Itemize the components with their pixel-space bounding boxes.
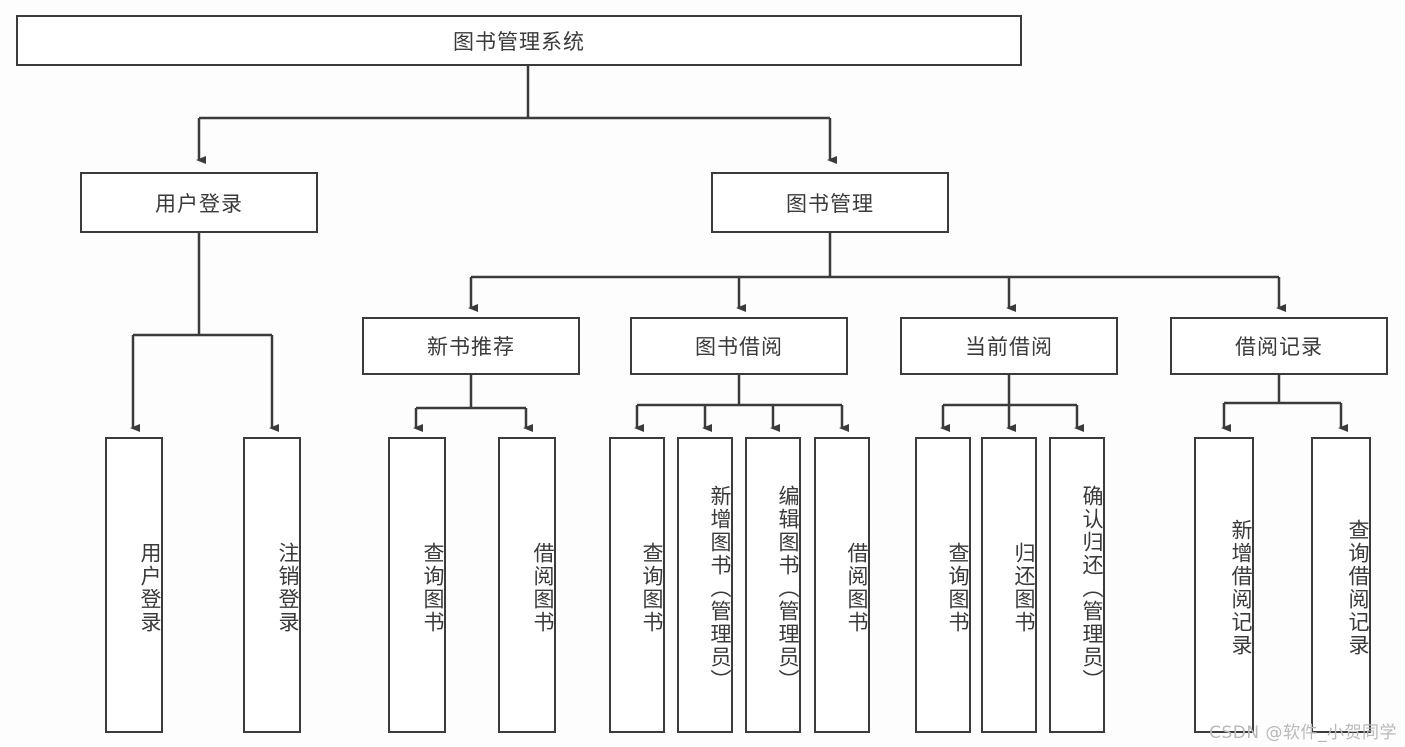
- leaf-label: 查询借阅记录: [1346, 519, 1370, 657]
- node-book-borrow[interactable]: 图书借阅: [630, 317, 848, 375]
- leaf-label: 归还图书: [1012, 542, 1036, 634]
- leaf-borrow-record-query[interactable]: 查询借阅记录: [1311, 437, 1371, 733]
- leaf-new-book-query[interactable]: 查询图书: [388, 437, 446, 733]
- leaf-borrow-record-add[interactable]: 新增借阅记录: [1194, 437, 1254, 733]
- leaf-book-borrow-edit[interactable]: 编辑图书（管理员）: [745, 437, 801, 733]
- leaf-label: 查询图书: [640, 542, 664, 634]
- leaf-label: 新增图书（管理员）: [708, 484, 732, 692]
- leaf-label: 查询图书: [946, 542, 970, 634]
- leaf-book-borrow-query[interactable]: 查询图书: [609, 437, 665, 733]
- node-book-management[interactable]: 图书管理: [711, 172, 949, 233]
- leaf-label: 新增借阅记录: [1229, 519, 1253, 657]
- leaf-label: 用户登录: [138, 542, 162, 634]
- leaf-book-borrow-borrow[interactable]: 借阅图书: [814, 437, 870, 733]
- node-new-book-recommend[interactable]: 新书推荐: [362, 317, 580, 375]
- leaf-current-borrow-query[interactable]: 查询图书: [915, 437, 971, 733]
- node-user-login[interactable]: 用户登录: [80, 172, 318, 233]
- leaf-book-borrow-add[interactable]: 新增图书（管理员）: [677, 437, 733, 733]
- watermark-csdn: CSDN @软件_小贺同学: [1209, 723, 1397, 743]
- leaf-new-book-borrow[interactable]: 借阅图书: [498, 437, 556, 733]
- leaf-user-login-logout[interactable]: 注销登录: [243, 437, 301, 733]
- leaf-label: 注销登录: [276, 542, 300, 634]
- leaf-current-borrow-confirm[interactable]: 确认归还（管理员）: [1049, 437, 1105, 733]
- leaf-label: 确认归还（管理员）: [1080, 484, 1104, 692]
- leaf-user-login-login[interactable]: 用户登录: [105, 437, 163, 733]
- node-root-system[interactable]: 图书管理系统: [16, 15, 1022, 66]
- node-current-borrow[interactable]: 当前借阅: [900, 317, 1118, 375]
- node-borrow-record[interactable]: 借阅记录: [1170, 317, 1388, 375]
- leaf-current-borrow-return[interactable]: 归还图书: [981, 437, 1037, 733]
- leaf-label: 查询图书: [421, 542, 445, 634]
- leaf-label: 借阅图书: [845, 542, 869, 634]
- leaf-label: 借阅图书: [531, 542, 555, 634]
- leaf-label: 编辑图书（管理员）: [776, 484, 800, 692]
